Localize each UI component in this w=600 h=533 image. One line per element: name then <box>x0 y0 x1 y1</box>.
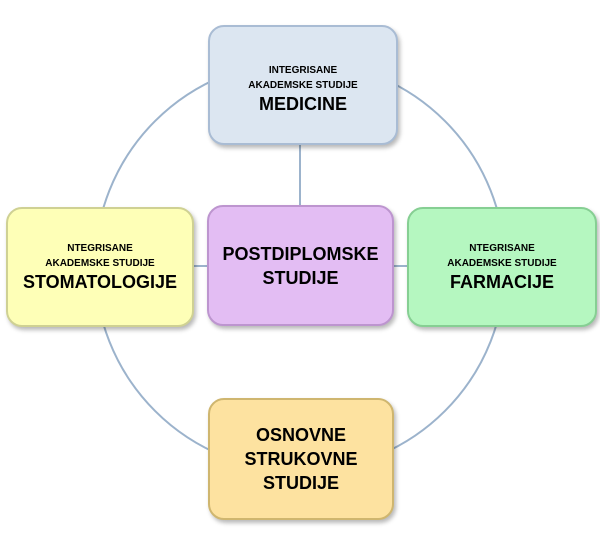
vocational-node: OSNOVNE STRUKOVNE STUDIJE <box>208 398 394 520</box>
postgraduate-line1: POSTDIPLOMSKE <box>222 243 379 264</box>
stomatology-line2: AKADEMSKE STUDIJE <box>45 258 155 269</box>
pharmacy-title: FARMACIJE <box>449 272 554 292</box>
stomatology-title: STOMATOLOGIJE <box>22 272 178 292</box>
medicine-line2: AKADEMSKE STUDIJE <box>248 80 358 91</box>
pharmacy-node: NTEGRISANE AKADEMSKE STUDIJE FARMACIJE <box>407 207 597 327</box>
postgraduate-node: POSTDIPLOMSKE STUDIJE <box>207 205 394 326</box>
stomatology-node: NTEGRISANE AKADEMSKE STUDIJE STOMATOLOGI… <box>6 207 194 327</box>
vocational-line1: OSNOVNE <box>255 425 347 445</box>
pharmacy-line2: AKADEMSKE STUDIJE <box>447 258 557 269</box>
stomatology-line1: NTEGRISANE <box>67 243 133 254</box>
vocational-line3: STUDIJE <box>262 473 340 493</box>
pharmacy-line1: NTEGRISANE <box>469 243 535 254</box>
medicine-node: INTEGRISANE AKADEMSKE STUDIJE MEDICINE <box>208 25 398 145</box>
postgraduate-line2: STUDIJE <box>262 267 339 288</box>
vocational-line2: STRUKOVNE <box>244 449 358 469</box>
medicine-title: MEDICINE <box>258 94 347 114</box>
medicine-line1: INTEGRISANE <box>268 65 338 76</box>
